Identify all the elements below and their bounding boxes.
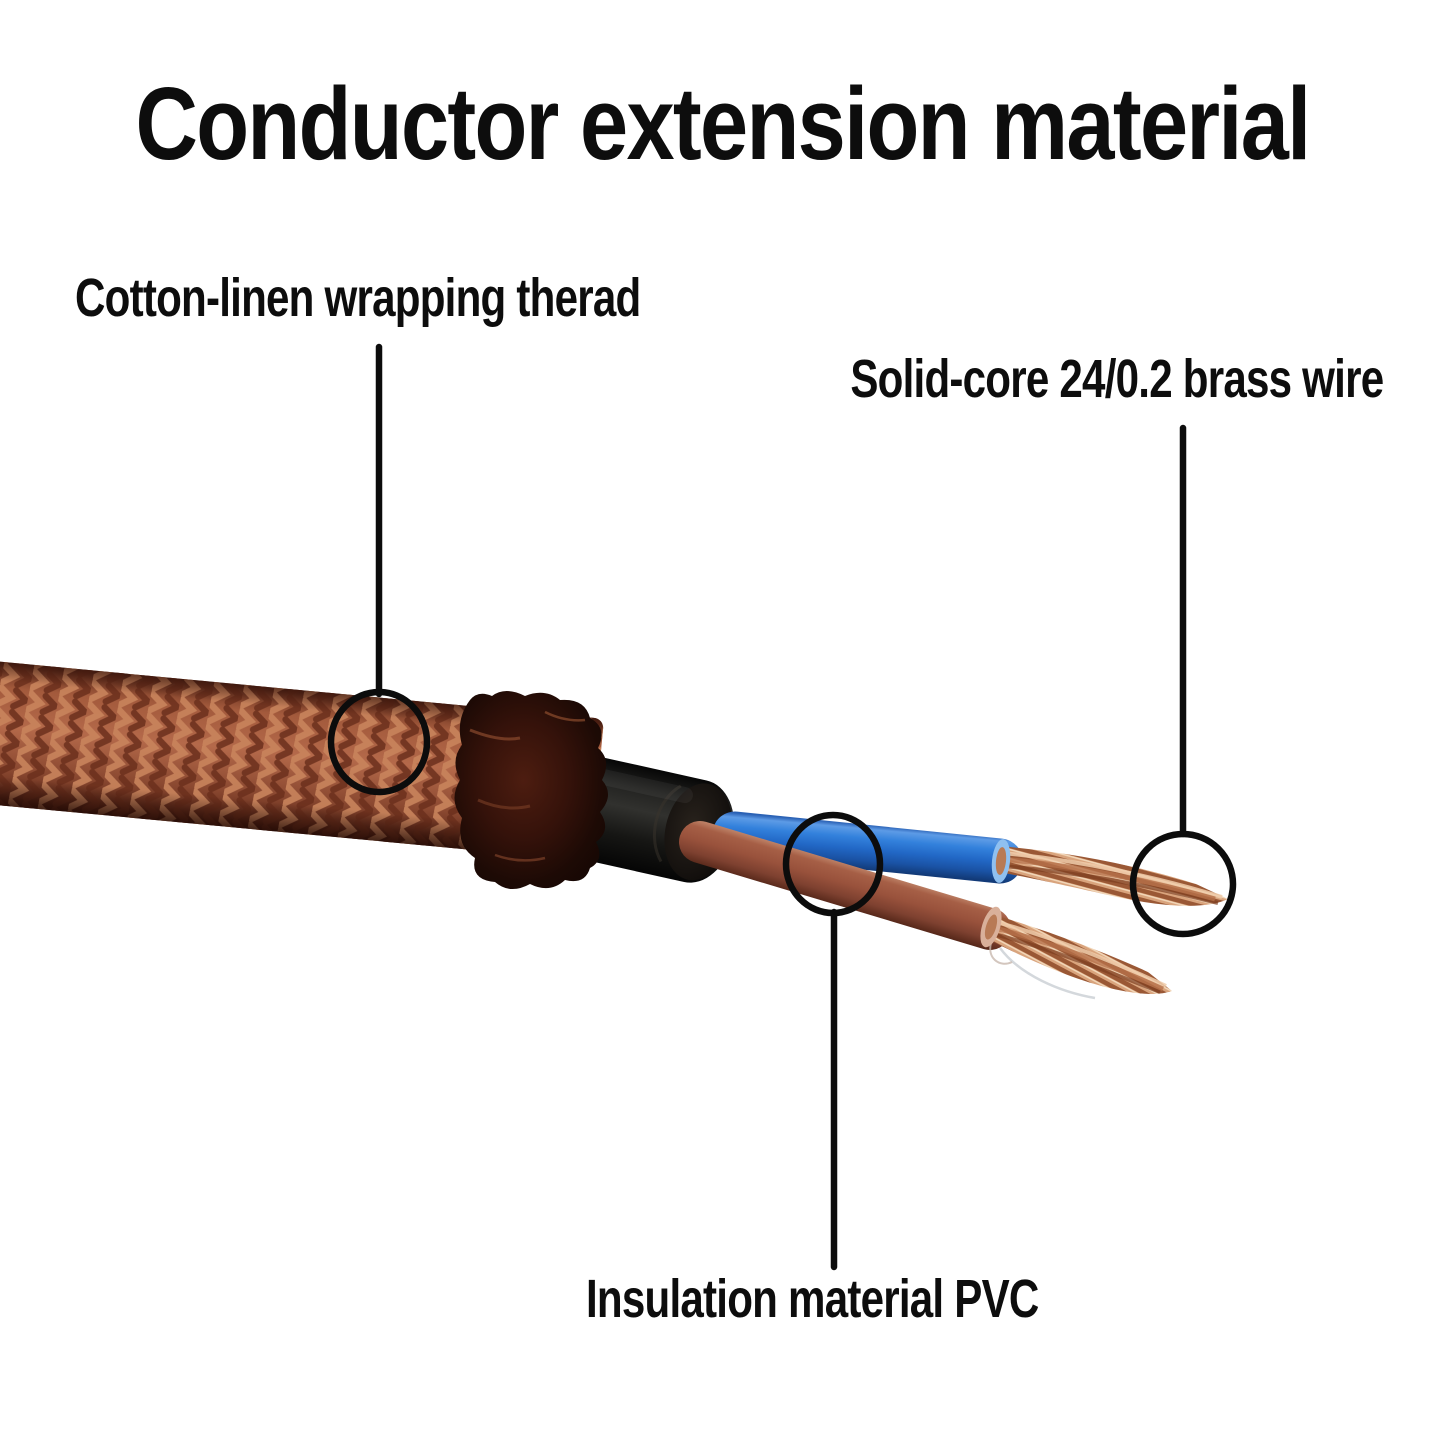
callout-circle-braid xyxy=(327,688,431,796)
brown-wire-cut-face xyxy=(980,906,1002,948)
label-cotton-linen-wrapping-thread: Cotton-linen wrapping therad xyxy=(75,268,641,328)
page-title: Conductor extension material xyxy=(135,66,1311,181)
label-insulation-material-pvc: Insulation material PVC xyxy=(586,1269,1039,1329)
brown-wire xyxy=(679,821,1172,1000)
copper-strands-blue xyxy=(997,846,1228,906)
copper-strands-brown xyxy=(986,913,1172,1000)
blue-wire-cut-face xyxy=(991,839,1011,883)
annotations xyxy=(327,343,1237,1271)
blue-wire xyxy=(712,811,1228,906)
callout-circle-brass xyxy=(1129,830,1237,938)
label-solid-core-brass-wire: Solid-core 24/0.2 brass wire xyxy=(849,349,1384,409)
frayed-braid-edge xyxy=(454,691,609,890)
braided-sleeve xyxy=(0,661,604,861)
